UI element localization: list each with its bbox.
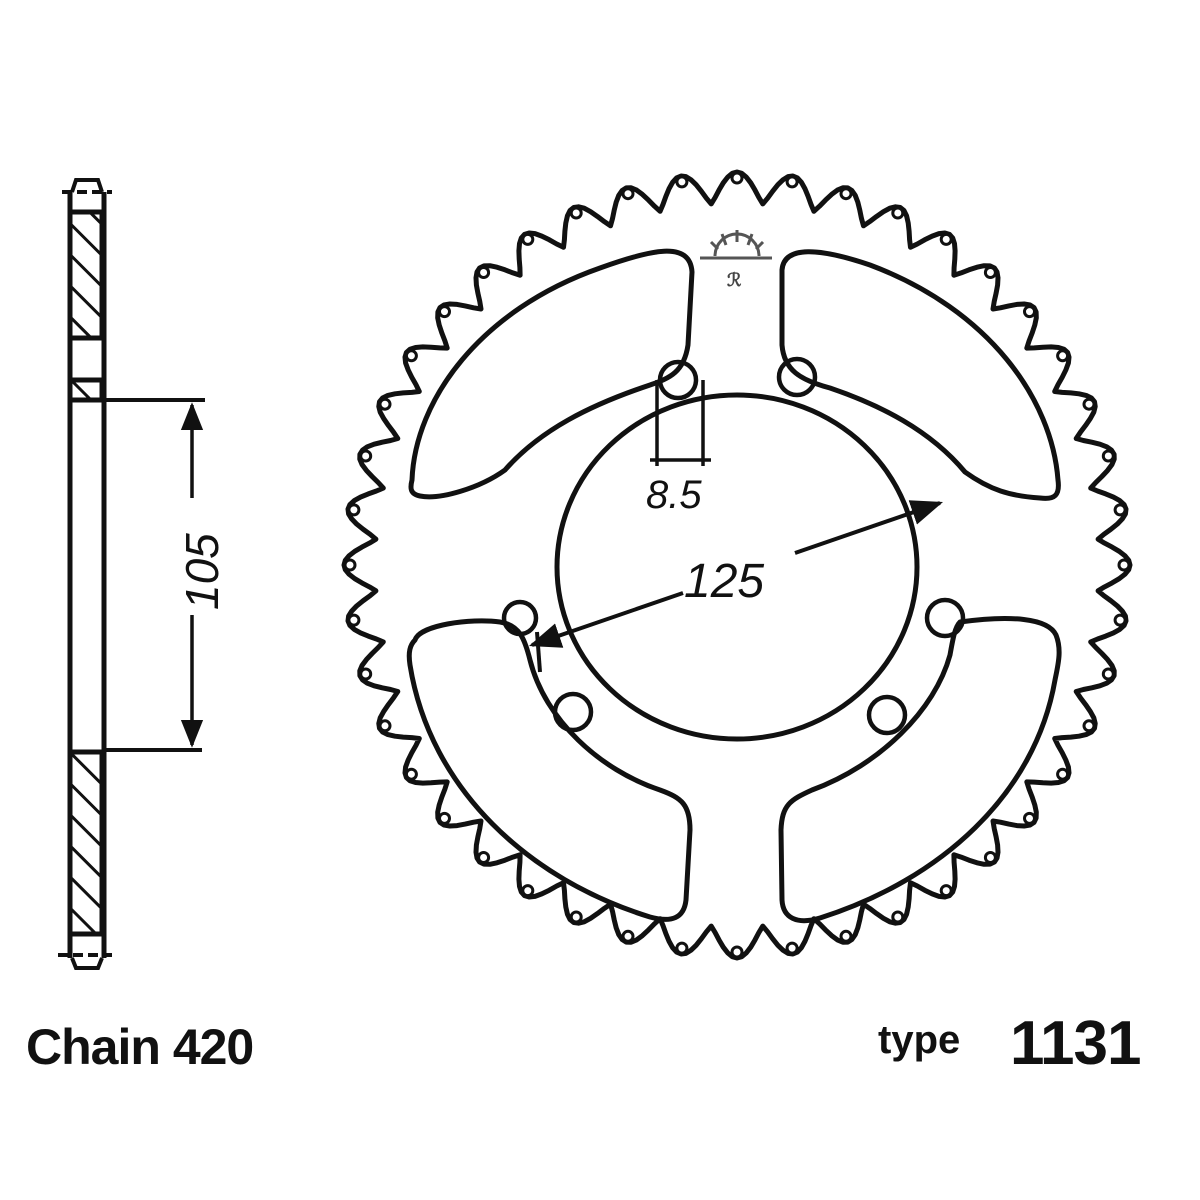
tooth-tip-mark <box>359 667 373 681</box>
tooth-tip-mark <box>1117 558 1131 572</box>
tooth-tip-mark <box>347 613 361 627</box>
tooth-tip-mark <box>569 910 583 924</box>
tooth-tip-mark <box>839 187 853 201</box>
tooth-tip-mark <box>1101 449 1115 463</box>
dimension-8-5-label: 8.5 <box>646 473 702 517</box>
bolt-hole-1 <box>657 359 699 401</box>
chain-label: Chain 420 <box>26 1018 254 1076</box>
tooth-tip-mark <box>404 767 418 781</box>
tooth-tip-mark <box>891 206 905 220</box>
tooth-tip-mark <box>378 719 392 733</box>
cutout-lower-right <box>778 616 1062 924</box>
tooth-tip-mark <box>521 232 535 246</box>
tooth-tip-mark <box>1056 349 1070 363</box>
cutout-upper-right <box>779 249 1061 501</box>
dimension-105-label: 105 <box>176 533 228 610</box>
tooth-tip-mark <box>730 171 744 185</box>
tooth-tip-mark <box>438 811 451 825</box>
tooth-tip-mark <box>378 397 392 411</box>
side-profile <box>58 178 205 970</box>
tooth-tip-mark <box>891 910 905 924</box>
tooth-tip-mark <box>438 305 451 319</box>
tooth-tip-mark <box>785 941 799 955</box>
bolt-hole-dimension <box>650 380 711 466</box>
tooth-tip-mark <box>675 175 689 189</box>
type-number: 1131 <box>1010 1009 1142 1078</box>
tooth-tip-mark <box>730 945 744 959</box>
tooth-tip-mark <box>1056 767 1070 781</box>
tooth-tip-mark <box>1023 305 1036 319</box>
type-prefix: type <box>878 1018 961 1062</box>
tooth-tip-mark <box>569 206 583 220</box>
tooth-tip-mark <box>1082 719 1096 733</box>
tooth-tip-mark <box>347 503 361 517</box>
tooth-tip-mark <box>675 941 689 955</box>
tooth-tip-mark <box>839 929 853 943</box>
bolt-hole-3 <box>924 597 966 639</box>
tooth-tip-mark <box>621 929 635 943</box>
tooth-tip-mark <box>983 851 997 864</box>
dimension-125-label: 125 <box>684 555 764 608</box>
tooth-tip-mark <box>1082 397 1096 411</box>
bolt-hole-6 <box>501 599 539 637</box>
tooth-tip-mark <box>1101 667 1115 681</box>
tooth-tip-mark <box>521 884 535 898</box>
tooth-tip-mark <box>939 232 953 246</box>
chain-size: 420 <box>172 1019 254 1075</box>
cutout-upper-left <box>408 248 695 500</box>
tooth-tip-mark <box>404 349 418 363</box>
tooth-tip-mark <box>359 449 373 463</box>
chain-prefix: Chain <box>26 1019 161 1075</box>
cutout-lower-left <box>406 618 693 922</box>
tooth-tip-mark <box>477 851 491 864</box>
sun-logo-icon <box>700 230 772 260</box>
bolt-circle-dimension <box>528 500 944 673</box>
tooth-tip-mark <box>983 266 997 279</box>
tooth-tip-mark <box>939 884 953 898</box>
center-bore <box>554 392 920 742</box>
tooth-tip-mark <box>1113 613 1127 627</box>
tooth-tip-mark <box>1023 811 1036 825</box>
bolt-hole-5 <box>552 691 594 733</box>
brand-glyph: ℛ <box>727 270 742 290</box>
tooth-tip-mark <box>621 187 635 201</box>
tooth-tip-mark <box>477 266 491 279</box>
tooth-tip-mark <box>1113 503 1127 517</box>
bolt-hole-2 <box>776 356 818 398</box>
bolt-hole-4 <box>866 694 908 736</box>
tooth-tip-mark <box>343 558 357 572</box>
tooth-tip-marks <box>343 171 1131 959</box>
tooth-tip-mark <box>785 175 799 189</box>
bolt-holes <box>501 356 966 736</box>
cutout-windows <box>406 248 1062 924</box>
